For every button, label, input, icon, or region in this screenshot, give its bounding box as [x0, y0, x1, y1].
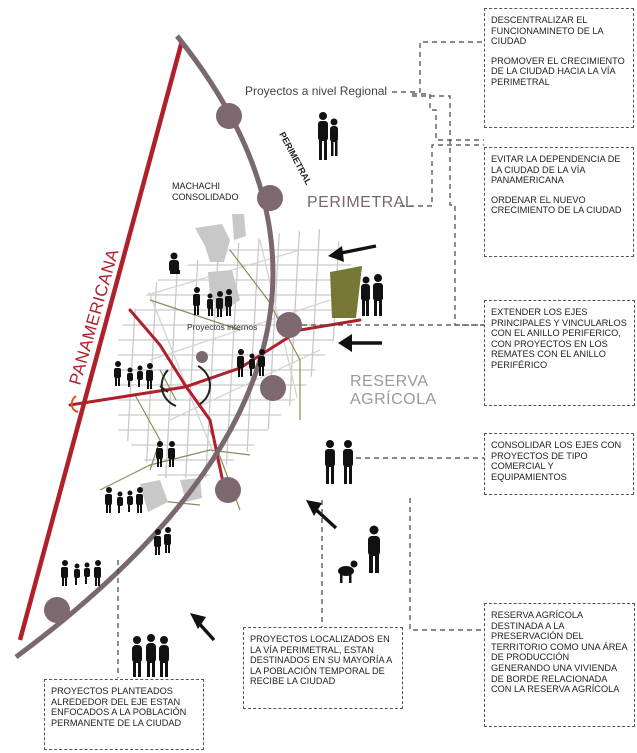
person-icon	[237, 349, 244, 377]
person-icon	[105, 487, 112, 513]
person-icon	[156, 441, 163, 467]
note-paragraph: CONSOLIDAR LOS EJES CON PROYECTOS DE TIP…	[491, 440, 622, 482]
note-paragraph: PROYECTOS PLANTEADOS ALREDEDOR DEL EJE E…	[51, 686, 187, 728]
proyectos-regional-label: Proyectos a nivel Regional	[245, 84, 388, 98]
street-network	[118, 228, 352, 478]
person-icon	[368, 525, 380, 573]
note-paragraph: EXTENDER LOS EJES PRINCIPALES Y VINCULAR…	[491, 307, 627, 370]
note-paragraph: PROYECTOS LOCALIZADOS EN LA VÍA PERIMETR…	[250, 634, 392, 687]
person-icon	[164, 527, 171, 553]
person-icon	[127, 490, 133, 512]
note-box: EXTENDER LOS EJES PRINCIPALES Y VINCULAR…	[484, 300, 635, 406]
building-blocks	[140, 214, 246, 512]
project-node	[196, 351, 208, 363]
note-paragraph: RESERVA AGRÍCOLA DESTINADA A LA PRESERVA…	[491, 610, 628, 695]
note-paragraph: EVITAR LA DEPENDENCIA DE LA CIUDAD DE LA…	[491, 154, 621, 186]
person-icon	[84, 562, 90, 584]
person-icon	[168, 441, 175, 467]
person-icon	[94, 560, 101, 586]
note-paragraph: PROMOVER EL CRECIMIENTO DE LA CIUDAD HAC…	[491, 55, 625, 87]
person-icon	[325, 440, 335, 484]
project-node	[257, 185, 283, 211]
arrow-icon	[328, 244, 377, 262]
leader-lines	[117, 41, 484, 678]
person-icon	[216, 291, 223, 317]
person-icon	[361, 276, 370, 316]
agricola-label: AGRÍCOLA	[350, 391, 437, 408]
note-box: CONSOLIDAR LOS EJES CON PROYECTOS DE TIP…	[484, 433, 634, 495]
machachi-label: MACHACHI CONSOLIDADO	[172, 181, 239, 202]
person-icon	[207, 293, 213, 316]
roundabout	[159, 365, 211, 407]
note-paragraph: ORDENAR EL NUEVO CRECIMIENTO DE LA CIUDA…	[491, 194, 622, 216]
person-icon	[318, 112, 328, 160]
note-box: PROYECTOS LOCALIZADOS EN LA VÍA PERIMETR…	[243, 627, 403, 709]
note-box: PROYECTOS PLANTEADOS ALREDEDOR DEL EJE E…	[44, 679, 204, 750]
perimetral-small-label: PERIMETRAL	[277, 130, 314, 187]
project-node	[260, 375, 286, 401]
person-icon	[159, 636, 169, 677]
arrow-icon	[306, 500, 338, 530]
note-box: DESCENTRALIZAR EL FUNCIONAMINETO DE LA C…	[484, 8, 634, 128]
project-node	[215, 477, 241, 503]
arrow-icon	[190, 613, 216, 642]
note-box: EVITAR LA DEPENDENCIA DE LA CIUDAD DE LA…	[484, 147, 634, 257]
person-icon	[373, 274, 383, 316]
person-icon	[330, 118, 338, 156]
project-node	[276, 312, 302, 338]
dog-icon	[338, 560, 358, 583]
person-icon	[61, 560, 68, 586]
person-icon	[127, 367, 133, 387]
arrow-icon	[338, 334, 382, 352]
person-icon	[117, 491, 123, 513]
person-icon	[193, 287, 200, 315]
perimetral-arc	[14, 34, 276, 660]
note-paragraph: DESCENTRALIZAR EL FUNCIONAMINETO DE LA C…	[491, 15, 604, 47]
person-icon	[169, 252, 180, 274]
person-icon	[132, 636, 142, 677]
note-box: RESERVA AGRÍCOLA DESTINADA A LA PRESERVA…	[484, 603, 635, 727]
people-silhouettes	[61, 112, 383, 677]
person-icon	[114, 361, 121, 386]
orange-end-mark	[70, 395, 79, 413]
person-icon	[258, 349, 265, 376]
main-axes	[68, 308, 362, 494]
direction-arrows	[190, 244, 382, 642]
reserva-label: RESERVA	[350, 373, 429, 390]
perimetral-label: PERIMETRAL	[307, 194, 415, 211]
person-icon	[74, 563, 80, 585]
person-icon	[146, 634, 156, 677]
person-icon	[146, 363, 153, 389]
person-icon	[343, 440, 353, 484]
panamericana-road	[17, 40, 185, 641]
project-node	[216, 103, 242, 129]
project-nodes	[44, 103, 302, 623]
agricultural-patch	[330, 266, 362, 318]
person-icon	[249, 353, 255, 376]
person-icon	[225, 289, 232, 316]
person-icon	[136, 487, 143, 513]
person-icon	[154, 529, 161, 555]
proyectos-internos-label: Proyectos internos	[187, 322, 258, 332]
project-node	[44, 597, 70, 623]
person-icon	[137, 365, 143, 387]
